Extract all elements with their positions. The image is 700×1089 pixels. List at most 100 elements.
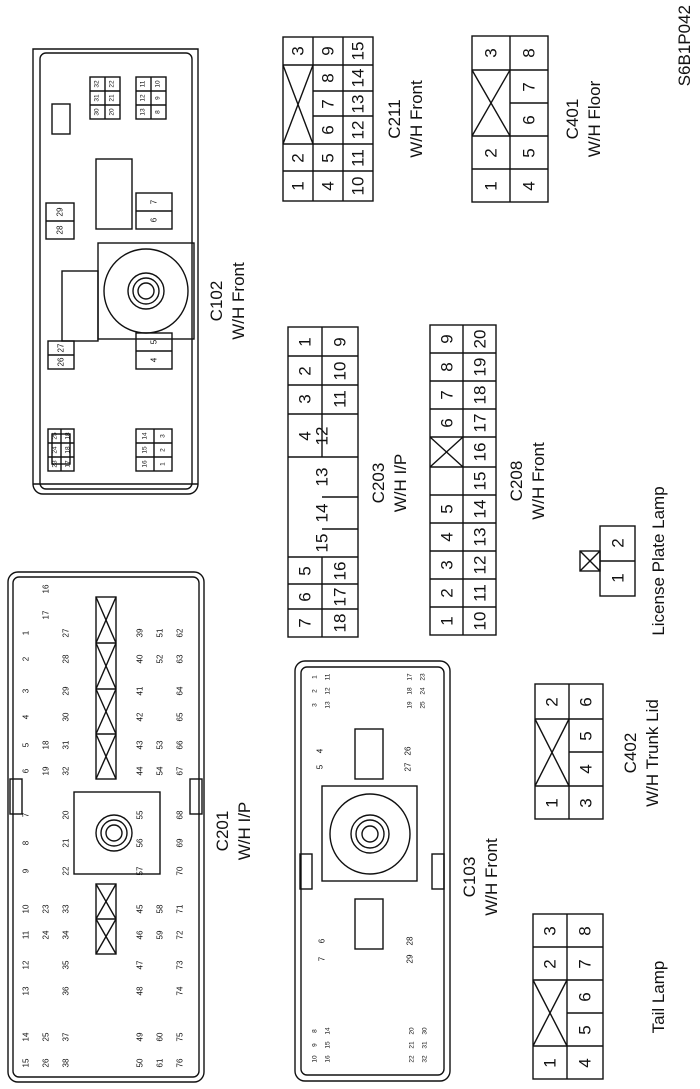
c102-pin: 26 [57,357,66,366]
c208-pin: 1 [438,616,457,625]
license-plate-pin: 2 [609,538,628,547]
c402-pin: 4 [577,764,596,773]
c201-pin: 23 [42,904,51,913]
c402-sub: W/H Trunk Lid [643,699,662,807]
c402-name: C402 [621,733,640,774]
c211-pin: 9 [319,46,338,55]
c208-outline [429,324,497,636]
c203-pin: 7 [296,618,315,627]
c203-outline [287,326,359,638]
c103-pin: 2 [312,689,319,693]
c102-pin: 2 [160,448,167,452]
c201-pin: 43 [136,740,145,749]
c102-pin: 6 [150,217,159,222]
c102-pin: 11 [140,80,147,87]
c201-pin: 34 [62,930,71,939]
c201-pin: 17 [42,610,51,619]
c102-pin: 15 [142,446,149,454]
c402-pin: 3 [577,798,596,807]
c201-sub: W/H I/P [235,802,254,861]
c201-pin: 27 [62,628,71,637]
c201-pin: 66 [176,740,185,749]
c201-pin: 3 [22,688,31,693]
c203-name: C203 [369,463,388,504]
c201-pin: 7 [22,812,31,817]
c201-pin: 19 [42,766,51,775]
c102-pin: 10 [155,80,162,88]
c103-pin: 18 [407,687,414,695]
tail-lamp-name: Tail Lamp [649,961,668,1034]
c201-pin: 33 [62,904,71,913]
c102-pin: 27 [57,343,66,352]
c211-name: C211 [385,99,404,138]
c201-pin: 60 [156,1032,165,1041]
c103-pin: 17 [407,673,414,681]
c208-pin: 6 [438,418,457,427]
c102-pin: 8 [155,110,162,114]
c102-pin: 25 [52,432,59,440]
c203-pin: 2 [296,366,315,375]
c201-pin: 15 [22,1058,31,1067]
c103-pin: 20 [409,1027,416,1035]
c103-pin: 32 [422,1055,429,1063]
c402-outline [534,683,604,820]
c201-pin: 71 [176,904,185,913]
c201-pin: 41 [136,686,145,695]
c201-pin: 54 [156,766,165,775]
c211-pin: 3 [289,46,308,55]
c201-pin: 10 [22,904,31,913]
c208-pin: 7 [438,390,457,399]
c211-pin: 2 [289,153,308,162]
c103-pin: 26 [404,746,413,755]
c201-pin: 61 [156,1058,165,1067]
c103-pin: 12 [325,687,332,695]
c201-pin: 29 [62,686,71,695]
c401-pin: 8 [520,48,539,57]
c201-pin: 57 [136,866,145,875]
c102-pin: 14 [142,432,149,440]
c201-housing [7,571,205,1083]
c103-pin: 10 [312,1055,319,1063]
c103-pin: 19 [407,701,414,709]
c103-pin: 14 [325,1027,332,1035]
c208-pin: 8 [438,362,457,371]
c103-pin: 31 [422,1041,429,1049]
c203-pin: 17 [331,588,350,607]
c102-pin: 18 [65,446,72,454]
c102-pin: 13 [140,108,147,116]
license-plate-outline [579,525,636,597]
c203-pin: 4 [296,431,315,440]
c211-pin: 12 [349,121,368,140]
c201-pin: 56 [136,838,145,847]
c201-pin: 22 [62,866,71,875]
c211-pin: 7 [319,99,338,108]
c102-pin: 32 [94,80,101,88]
c201-pin: 70 [176,866,185,875]
c103-pin: 5 [316,764,325,769]
c201-pin: 21 [62,838,71,847]
c103-pin: 25 [420,701,427,709]
c103-pin: 8 [312,1029,319,1033]
c401-pin: 4 [520,181,539,190]
tail-lamp-pin: 6 [576,992,595,1001]
c203-pin: 9 [331,337,350,346]
c208-name: C208 [507,461,526,502]
c208-pin: 3 [438,560,457,569]
c201-pin: 36 [62,986,71,995]
c103-pin: 27 [404,762,413,771]
c103-pin: 29 [406,954,415,963]
c103-pin: 16 [325,1055,332,1063]
c401-pin: 6 [520,115,539,124]
c201-pin: 69 [176,838,185,847]
c102-pin: 22 [109,80,116,88]
c103-name: C103 [460,857,479,898]
c201-pin: 46 [136,930,145,939]
c208-pin: 13 [471,528,490,547]
c102-pin: 3 [160,434,167,438]
c102-pin: 1 [160,462,167,466]
c201-pin: 24 [42,930,51,939]
c102-pin: 28 [56,225,65,234]
c211-sub: W/H Front [407,80,426,158]
c102-pin: 9 [155,96,162,100]
c103-pin: 23 [420,673,427,681]
